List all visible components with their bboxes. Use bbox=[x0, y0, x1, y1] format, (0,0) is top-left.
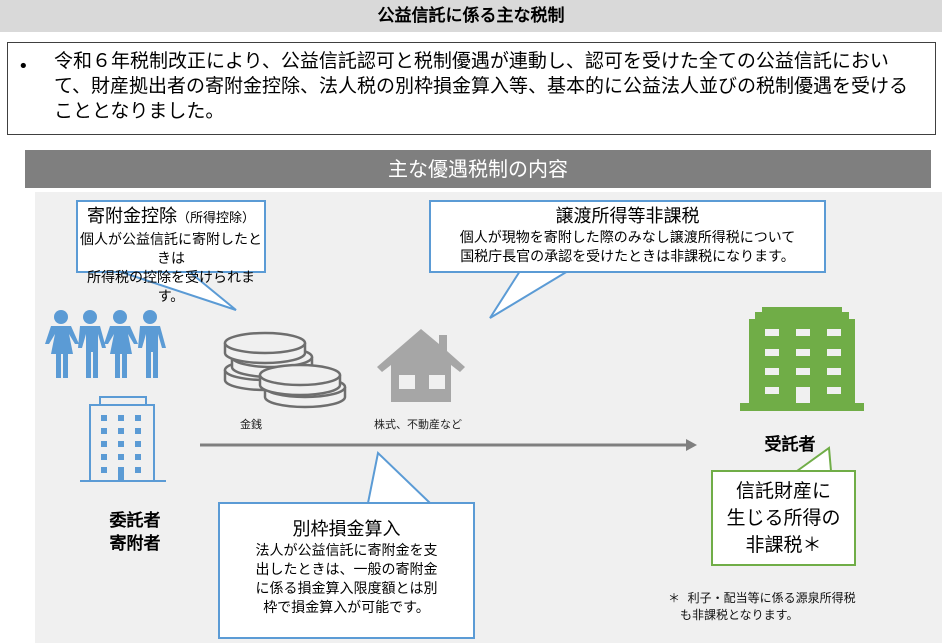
transfer-income-callout-box bbox=[429, 200, 826, 273]
office-building-icon bbox=[80, 396, 166, 482]
separate-deduction-line-2: 出したときは、一般の寄附金 bbox=[255, 562, 438, 578]
donation-deduction-note: （所得控除） bbox=[176, 211, 255, 226]
trustee-label: 受託者 bbox=[764, 435, 816, 455]
settlor-label-line-1: 委託者 bbox=[109, 511, 161, 531]
donation-deduction-line-2: 所得税の控除を受けられます。 bbox=[87, 270, 255, 305]
trust-property-line-3: 非課税＊ bbox=[745, 534, 822, 556]
trust-property-line-1: 信託財産に bbox=[735, 480, 831, 502]
transfer-income-line-2: 国税庁長官の承認を受けたときは非課税になります。 bbox=[460, 249, 795, 265]
callout-tail-separate bbox=[366, 451, 433, 504]
separate-deduction-content: 別枠損金算入 法人が公益信託に寄附金を支 出したときは、一般の寄附金 に係る損金… bbox=[218, 518, 475, 618]
donation-deduction-line-1: 個人が公益信託に寄附したときは bbox=[80, 232, 262, 267]
property-label: 株式、不動産など bbox=[374, 418, 462, 431]
summary-box bbox=[7, 42, 936, 135]
money-label: 金銭 bbox=[240, 418, 262, 431]
coins-icon bbox=[223, 331, 347, 409]
transfer-income-line-1: 個人が現物を寄附した際のみなし譲渡所得税について bbox=[459, 230, 796, 246]
donation-deduction-callout-box bbox=[76, 200, 266, 273]
section-banner bbox=[25, 150, 931, 188]
page-title: 公益信託に係る主な税制 bbox=[377, 6, 565, 26]
footnote-mark: ＊ bbox=[668, 591, 681, 605]
people-group-icon bbox=[45, 310, 166, 378]
donation-deduction-title: 寄附金控除 bbox=[86, 206, 177, 227]
settlor-label: 委託者 寄附者 bbox=[90, 510, 180, 556]
separate-deduction-line-3: に係る損金算入限度額とは別 bbox=[255, 581, 438, 597]
callout-tail-transfer bbox=[489, 270, 572, 319]
separate-deduction-line-1: 法人が公益信託に寄附金を支 bbox=[255, 543, 438, 559]
separate-deduction-title: 別枠損金算入 bbox=[292, 519, 401, 540]
footnote-line-2: も非課税となります。 bbox=[680, 608, 799, 622]
flow-arrow-head bbox=[686, 439, 697, 451]
donation-deduction-content: 寄附金控除（所得控除） 個人が公益信託に寄附したときは 所得税の控除を受けられま… bbox=[76, 205, 266, 307]
trust-property-line-2: 生じる所得の bbox=[726, 507, 841, 529]
footnote: ＊ 利子・配当等に係る源泉所得税 も非課税となります。 bbox=[668, 590, 856, 624]
separate-deduction-line-4: 枠で損金算入が可能です。 bbox=[263, 600, 430, 616]
top-banner bbox=[0, 0, 942, 32]
transfer-income-content: 譲渡所得等非課税 個人が現物を寄附した際のみなし譲渡所得税について 国税庁長官の… bbox=[429, 205, 826, 267]
settlor-label-line-2: 寄附者 bbox=[109, 534, 161, 554]
section-title: 主な優遇税制の内容 bbox=[388, 157, 568, 181]
trustee-building-icon bbox=[740, 307, 864, 411]
transfer-income-title: 譲渡所得等非課税 bbox=[555, 206, 700, 227]
separate-deduction-callout-box bbox=[218, 502, 475, 639]
trust-property-content: 信託財産に 生じる所得の 非課税＊ bbox=[711, 478, 856, 559]
trust-property-callout-box bbox=[711, 470, 856, 566]
house-icon bbox=[377, 329, 465, 402]
footnote-line-1: 利子・配当等に係る源泉所得税 bbox=[687, 591, 856, 605]
summary-bullet: • bbox=[18, 56, 29, 77]
summary-text: 令和６年税制改正により、公益信託認可と税制優遇が連動し、認可を受けた全ての公益信… bbox=[54, 50, 909, 122]
